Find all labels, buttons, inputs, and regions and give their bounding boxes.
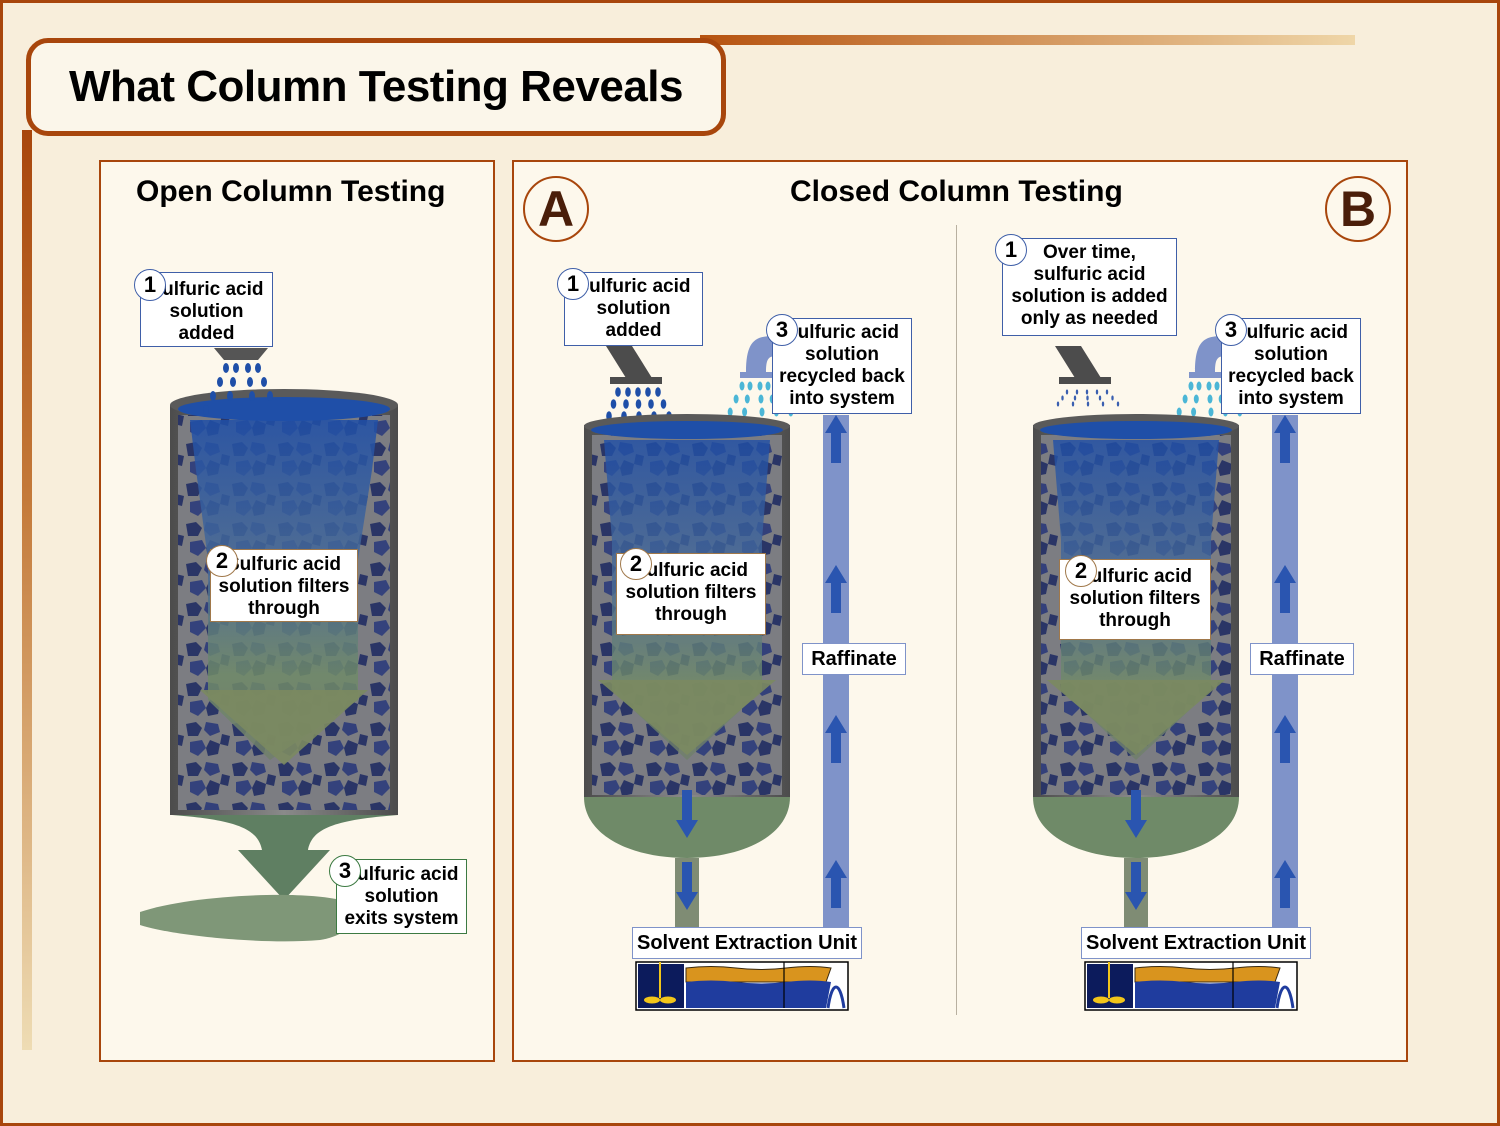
open-step-1-number: 1 xyxy=(134,269,166,301)
b-step-3-callout: Sulfuric acid solution recycled back int… xyxy=(1221,318,1361,414)
down-arrow-icon xyxy=(676,790,698,838)
impeller-icon xyxy=(660,996,676,1004)
variant-b-badge: B xyxy=(1325,176,1391,242)
organic-layer xyxy=(1134,966,1281,983)
up-arrow-icon xyxy=(1274,860,1296,908)
open-step-3-text: Sulfuric acid solution exits system xyxy=(344,864,459,929)
open-column xyxy=(140,348,398,942)
recycle-nozzle xyxy=(1189,372,1221,378)
closed-panel-title: Closed Column Testing xyxy=(790,175,1123,208)
a-step-2-text: Sulfuric acid solution filters through xyxy=(625,560,757,625)
b-step-1-number: 1 xyxy=(995,234,1027,266)
overflow-weir xyxy=(826,985,846,1009)
page-title: What Column Testing Reveals xyxy=(69,62,684,111)
spray-nozzle xyxy=(214,348,268,360)
b-step-1-text: Over time, sulfuric acid solution is add… xyxy=(1011,242,1168,329)
decorative-top-rule xyxy=(700,35,1355,45)
effluent-puddle xyxy=(140,894,351,942)
open-step-2-number: 2 xyxy=(206,545,238,577)
a-step-2-number: 2 xyxy=(620,548,652,580)
b-raffinate-label: Raffinate xyxy=(1250,643,1354,675)
b-step-2-text: Sulfuric acid solution filters through xyxy=(1069,566,1201,631)
acid-spray xyxy=(1056,389,1120,407)
a-step-2-callout: Sulfuric acid solution filters through xyxy=(616,553,766,635)
up-arrow-icon xyxy=(825,715,847,763)
a-step-3-number: 3 xyxy=(766,314,798,346)
a-step-1-text: Sulfuric acid solution added xyxy=(576,276,691,341)
b-solvent-extraction-label: Solvent Extraction Unit xyxy=(1081,927,1311,959)
open-step-1-callout: Sulfuric acid solution added xyxy=(140,272,273,347)
down-arrow-icon xyxy=(676,862,698,910)
acid-pool xyxy=(591,421,783,439)
b-step-3-text: Sulfuric acid solution recycled back int… xyxy=(1228,322,1354,409)
impeller-icon xyxy=(1093,996,1109,1004)
decorative-left-rule xyxy=(22,130,32,1050)
a-raffinate-label: Raffinate xyxy=(802,643,906,675)
up-arrow-icon xyxy=(825,860,847,908)
a-step-1-number: 1 xyxy=(557,268,589,300)
b-step-1-callout: Over time, sulfuric acid solution is add… xyxy=(1002,238,1177,336)
acid-pool xyxy=(1040,421,1232,439)
up-arrow-icon xyxy=(825,565,847,613)
b-step-3-number: 3 xyxy=(1215,314,1247,346)
up-arrow-icon xyxy=(1274,565,1296,613)
title-banner: What Column Testing Reveals xyxy=(26,38,726,136)
b-step-2-number: 2 xyxy=(1065,555,1097,587)
exit-arrow xyxy=(172,815,398,900)
overflow-weir xyxy=(1275,985,1295,1009)
impeller-icon xyxy=(1109,996,1125,1004)
aqueous-layer xyxy=(1135,980,1280,1008)
a-step-3-text: Sulfuric acid solution recycled back int… xyxy=(779,322,905,409)
variant-divider xyxy=(956,225,957,1015)
acid-spray xyxy=(203,363,273,415)
impeller-icon xyxy=(644,996,660,1004)
up-arrow-icon xyxy=(825,415,847,463)
flow-arrowhead xyxy=(598,680,776,755)
feed-nozzle xyxy=(610,377,662,384)
feed-nozzle xyxy=(1059,377,1111,384)
down-arrow-icon xyxy=(1125,790,1147,838)
open-step-3-number: 3 xyxy=(329,855,361,887)
recycle-nozzle xyxy=(740,372,772,378)
open-step-2-text: Sulfuric acid solution filters through xyxy=(218,554,350,619)
open-step-3-callout: Sulfuric acid solution exits system xyxy=(336,859,467,934)
organic-layer xyxy=(685,966,832,983)
feed-pipe xyxy=(606,346,652,378)
a-solvent-extraction-label: Solvent Extraction Unit xyxy=(632,927,862,959)
variant-a-badge: A xyxy=(523,176,589,242)
open-step-1-text: Sulfuric acid solution added xyxy=(149,279,264,344)
up-arrow-icon xyxy=(1274,415,1296,463)
up-arrow-icon xyxy=(1274,715,1296,763)
down-arrow-icon xyxy=(1125,862,1147,910)
open-step-2-callout: Sulfuric acid solution filters through xyxy=(210,549,358,622)
open-panel-title: Open Column Testing xyxy=(136,175,446,208)
aqueous-layer xyxy=(686,980,831,1008)
feed-pipe xyxy=(1055,346,1101,378)
flow-arrowhead xyxy=(1047,680,1225,755)
